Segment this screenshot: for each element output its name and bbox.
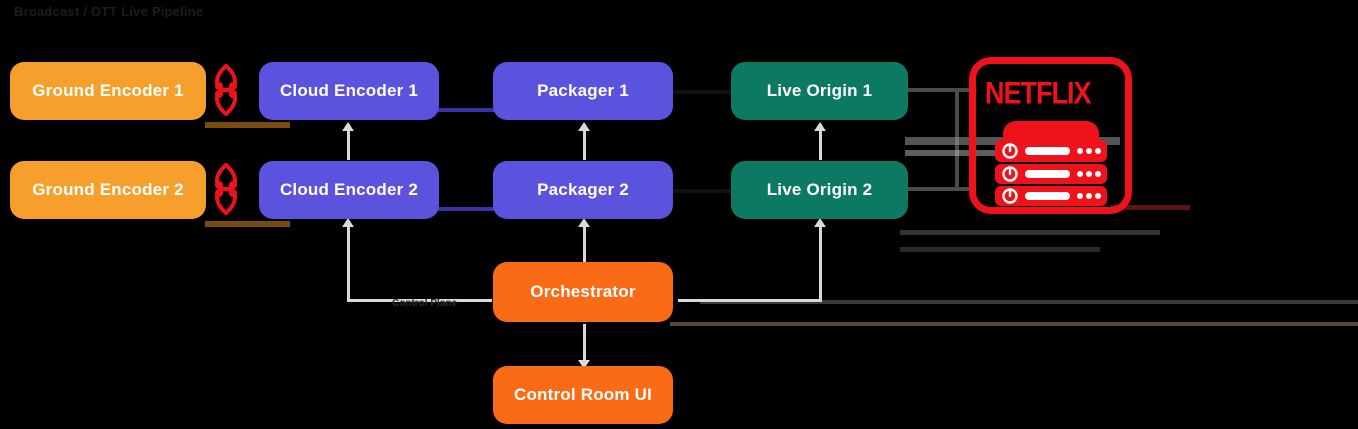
- server-rack-icon: [985, 118, 1117, 211]
- edge-ground1-cloud1: [205, 122, 290, 128]
- arrow-packager-up-icon: [578, 122, 590, 131]
- edge-orch-cloud2-vert: [347, 222, 350, 302]
- edge-delivery-bar-3: [900, 230, 1160, 235]
- node-label: Control Room UI: [513, 385, 653, 404]
- edge-delivery-bar-4: [900, 247, 1100, 252]
- edge-origin2-brand: [905, 187, 975, 191]
- edge-delivery-bar-5: [1110, 205, 1190, 210]
- arrow-orch-origin2-icon: [814, 218, 826, 227]
- edge-orch-cloud2-horz: [347, 299, 492, 302]
- page-title: Broadcast / OTT Live Pipeline: [14, 4, 204, 19]
- node-packager-1[interactable]: Packager 1: [493, 62, 673, 120]
- edge-origin-vertical: [819, 124, 822, 160]
- edge-orch-controlroom-vert: [583, 324, 586, 368]
- link-chain-icon: [213, 162, 239, 216]
- node-label: Cloud Encoder 1: [279, 81, 419, 100]
- arrow-orch-controlroom-icon: [578, 360, 590, 369]
- edge-packager1-origin1: [672, 90, 737, 94]
- edge-ground2-cloud2: [205, 221, 290, 227]
- node-live-origin-2[interactable]: Live Origin 2: [731, 161, 908, 219]
- node-orchestrator[interactable]: Orchestrator: [493, 262, 673, 322]
- netflix-wordmark: NETFLIX: [985, 75, 1091, 111]
- edge-cloud1-packager1: [438, 108, 498, 112]
- node-packager-2[interactable]: Packager 2: [493, 161, 673, 219]
- node-label: Ground Encoder 1: [32, 81, 184, 100]
- edge-orch-origin2-vert: [819, 222, 822, 302]
- edge-orch-packager2-vert: [583, 222, 586, 264]
- edge-delivery-bar-7: [670, 322, 1358, 326]
- brand-panel: [969, 57, 1132, 214]
- node-ground-encoder-1[interactable]: Ground Encoder 1: [10, 62, 206, 120]
- arrow-orch-packager2-icon: [578, 218, 590, 227]
- node-label: Orchestrator: [530, 282, 636, 301]
- link-chain-icon: [213, 63, 239, 117]
- edge-origin1-brand: [905, 88, 975, 92]
- edge-packager2-origin2: [672, 189, 737, 193]
- node-cloud-encoder-1[interactable]: Cloud Encoder 1: [259, 62, 439, 120]
- edge-packager-vertical: [583, 124, 586, 160]
- node-label: Live Origin 2: [766, 180, 873, 199]
- node-live-origin-1[interactable]: Live Origin 1: [731, 62, 908, 120]
- edge-cloud2-packager2: [438, 207, 498, 211]
- edge-cloud-vertical: [347, 124, 350, 160]
- arrow-orch-cloud2-icon: [342, 218, 354, 227]
- arrow-cloud-up-icon: [342, 122, 354, 131]
- node-label: Cloud Encoder 2: [279, 180, 419, 199]
- node-label: Packager 2: [537, 180, 629, 199]
- node-label: Packager 1: [537, 81, 629, 100]
- node-control-room-ui[interactable]: Control Room UI: [493, 366, 673, 424]
- control-plane-label: Control Plane: [392, 298, 458, 309]
- node-label: Ground Encoder 2: [32, 180, 184, 199]
- node-label: Live Origin 1: [766, 81, 873, 100]
- node-cloud-encoder-2[interactable]: Cloud Encoder 2: [259, 161, 439, 219]
- edge-delivery-bar-6: [700, 300, 1358, 304]
- edge-orch-origin2-horz: [678, 299, 822, 302]
- arrow-origin-up-icon: [814, 122, 826, 131]
- node-ground-encoder-2[interactable]: Ground Encoder 2: [10, 161, 206, 219]
